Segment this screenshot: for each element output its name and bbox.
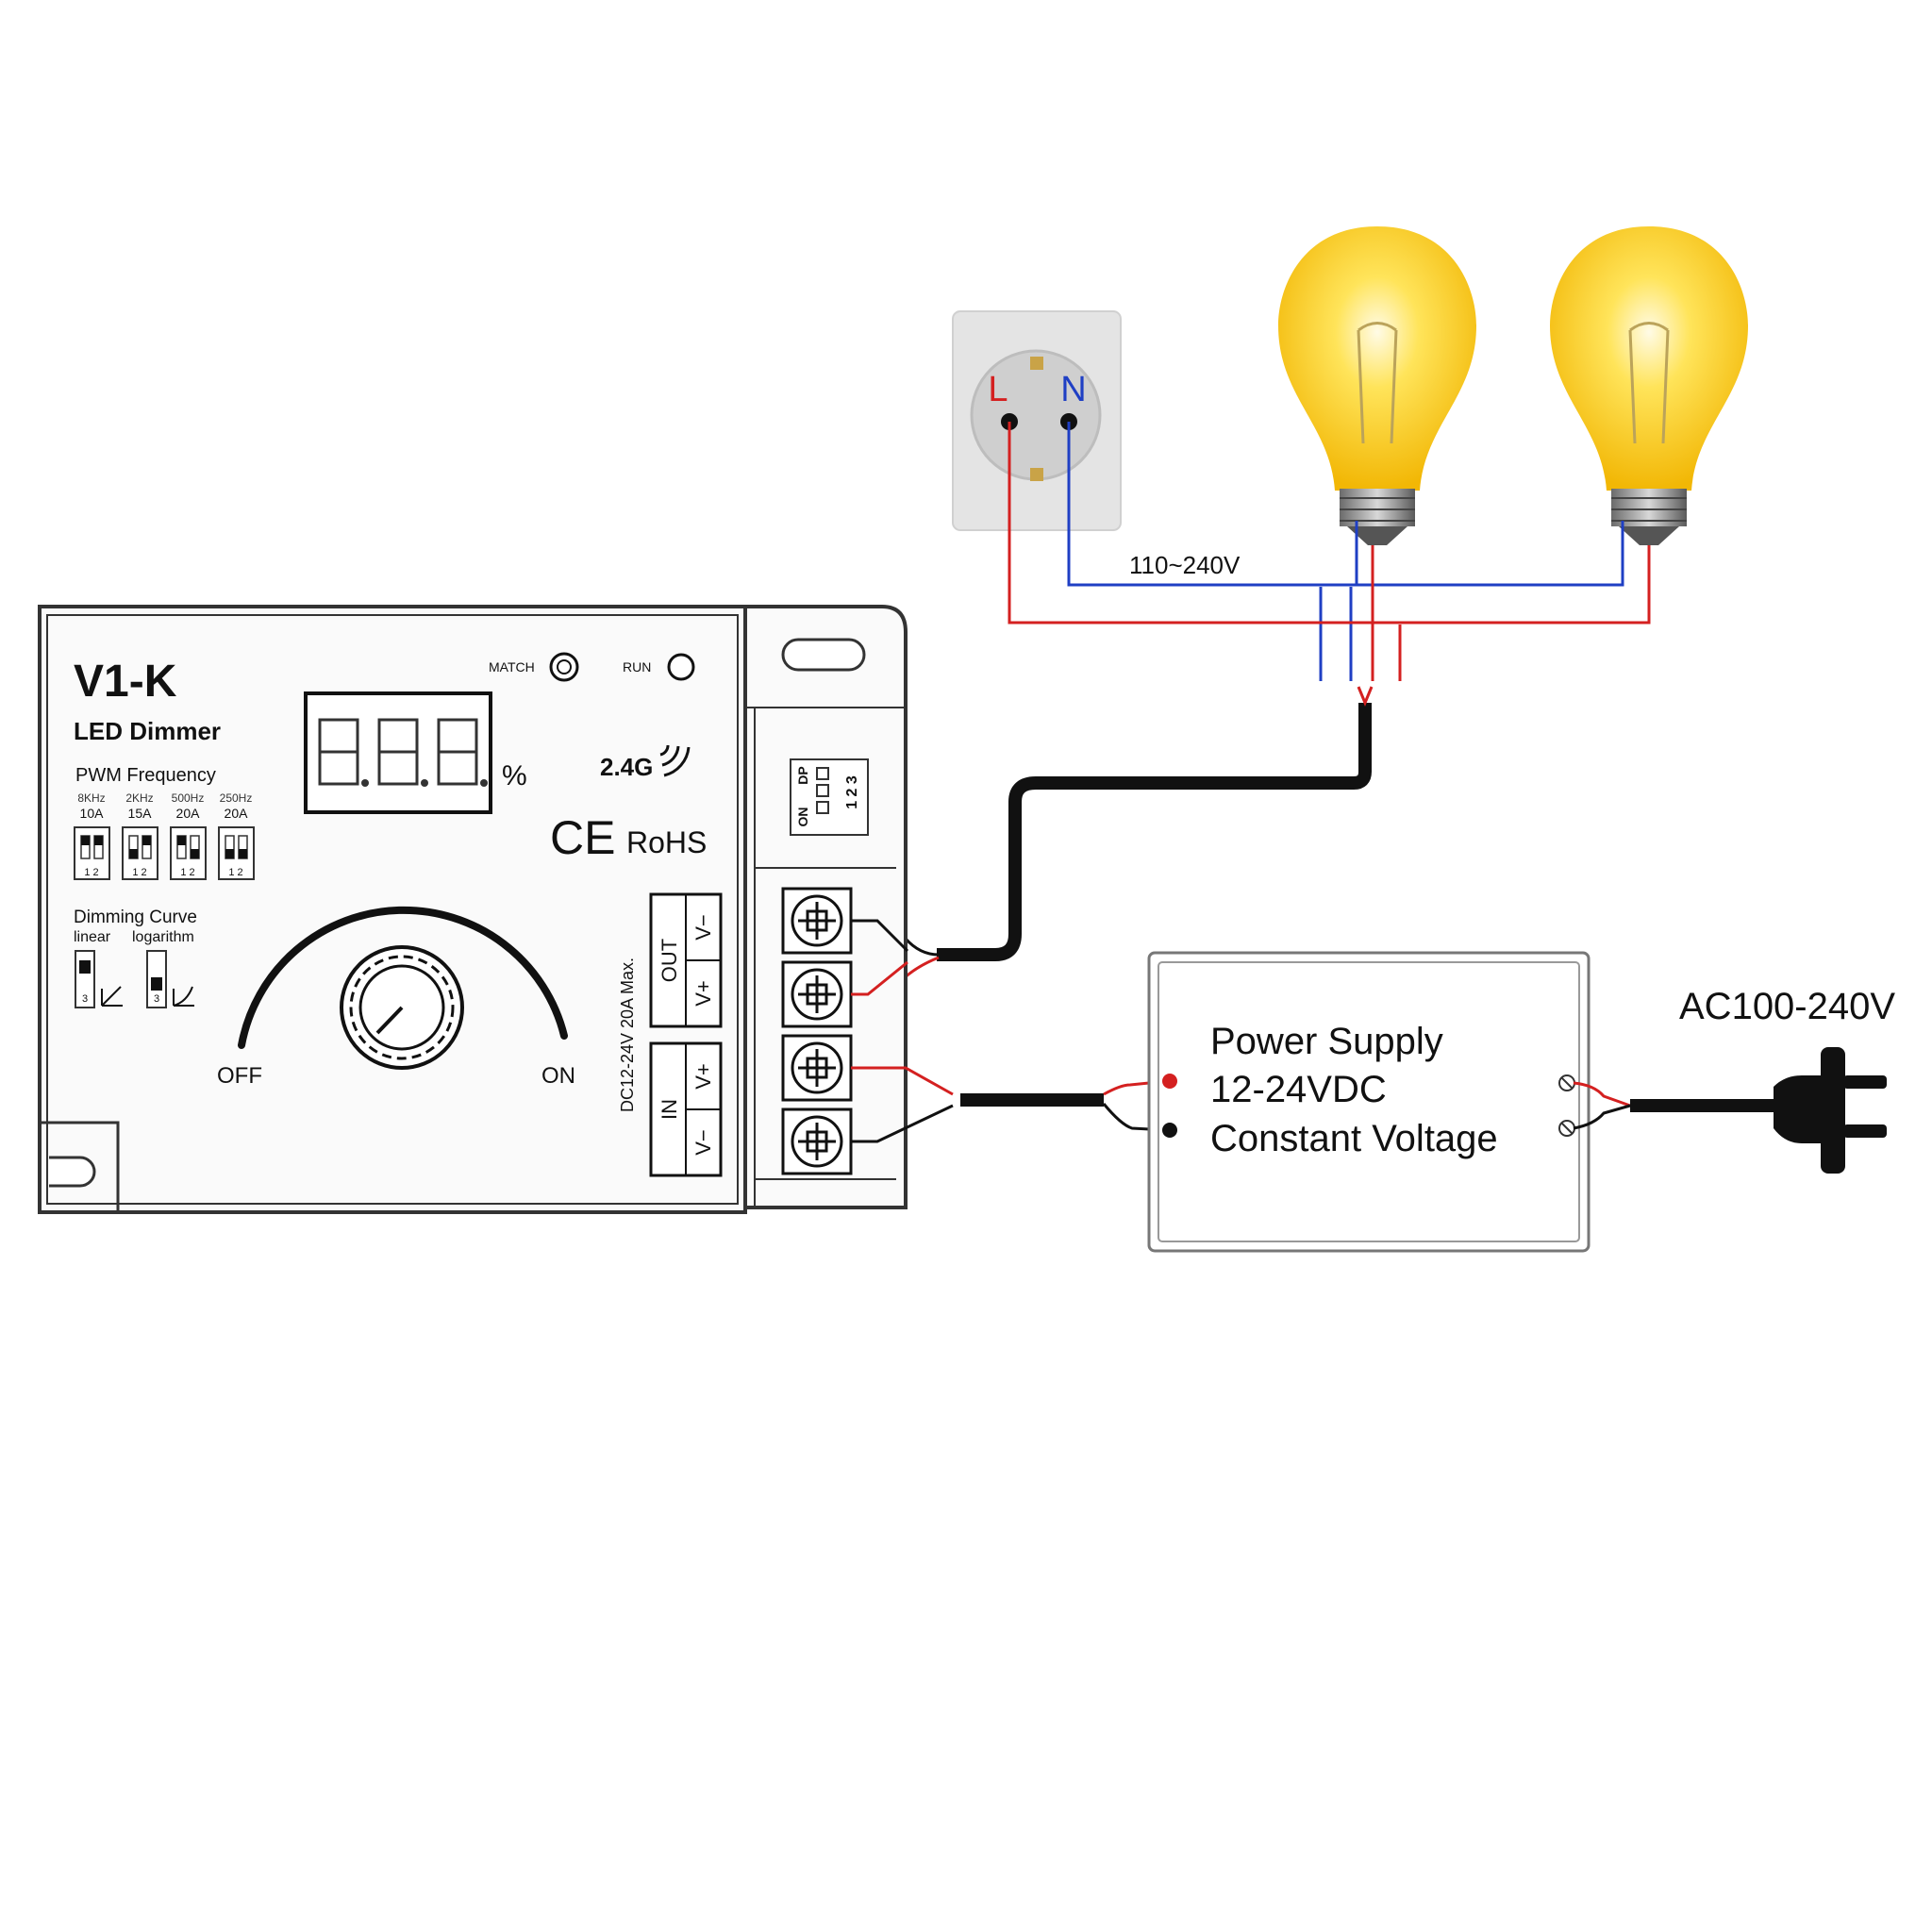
- terminal-out-vminus: V−: [691, 914, 715, 941]
- light-bulb-2-icon: [1550, 226, 1748, 545]
- terminal-screw-4[interactable]: [781, 1108, 853, 1175]
- ac-plug-icon: [1774, 1047, 1887, 1174]
- terminal-in-label: IN: [658, 1099, 681, 1120]
- dip-block-numbers: 1 2 3: [844, 775, 860, 809]
- pwm-option-freq: 8KHz: [77, 791, 105, 805]
- curve-switch-linear[interactable]: 3: [75, 950, 95, 1008]
- mains-wiring: [1008, 422, 1651, 681]
- terminal-in-vminus: V−: [691, 1129, 715, 1156]
- psu-dc-minus-terminal: [1162, 1123, 1177, 1138]
- pwm-dip-switch-1[interactable]: 1 2: [74, 826, 110, 880]
- terminal-screw-3[interactable]: [781, 1034, 853, 1102]
- curve-log-label: logarithm: [132, 929, 194, 945]
- pwm-option-1: 8KHz 10A: [77, 791, 105, 821]
- dip-numbers: 1 2: [228, 867, 242, 878]
- pwm-dip-switch-2[interactable]: 1 2: [122, 826, 158, 880]
- seven-segment-display: [304, 691, 492, 814]
- pwm-option-amp: 20A: [225, 806, 249, 821]
- dip-numbers: 1 2: [84, 867, 98, 878]
- linear-curve-icon: [101, 986, 123, 1007]
- wireless-label: 2.4G: [600, 753, 653, 781]
- curve-linear-label: linear: [74, 929, 111, 945]
- mains-voltage-label: 110~240V: [1129, 551, 1241, 579]
- terminal-out-label: OUT: [658, 939, 681, 982]
- pwm-title: PWM Frequency: [75, 765, 216, 786]
- device-subtitle: LED Dimmer: [74, 717, 221, 745]
- dimmer-knob[interactable]: [340, 945, 464, 1070]
- terminal-wires: [851, 919, 954, 1143]
- dip-block-on: ON: [795, 808, 810, 827]
- pwm-dip-switch-3[interactable]: 1 2: [170, 826, 207, 880]
- curve-title: Dimming Curve: [74, 908, 197, 927]
- psu-dc-plus-terminal: [1162, 1074, 1177, 1089]
- pwm-option-freq: 2KHz: [125, 791, 153, 805]
- display-unit: %: [502, 760, 527, 791]
- supply-pigtails: [1102, 1079, 1169, 1132]
- run-indicator: [667, 653, 695, 681]
- pwm-option-amp: 15A: [128, 806, 153, 821]
- knob-on-label: ON: [541, 1063, 575, 1089]
- pwm-option-3: 500Hz 20A: [172, 791, 205, 821]
- psu-line-2: 12-24VDC: [1210, 1069, 1387, 1110]
- knob-range-arc: [238, 906, 568, 1049]
- light-bulb-1-icon: [1278, 226, 1476, 545]
- device-model: V1-K: [74, 657, 177, 707]
- pwm-option-amp: 20A: [176, 806, 201, 821]
- knob-off-label: OFF: [217, 1063, 262, 1089]
- terminal-screw-1[interactable]: [781, 887, 853, 955]
- wireless-signal-icon: [659, 744, 691, 777]
- terminal-spec: DC12-24V 20A Max.: [618, 958, 637, 1112]
- ce-mark: CE: [550, 811, 615, 864]
- run-label: RUN: [623, 659, 651, 675]
- output-cable: [937, 703, 1372, 961]
- log-curve-icon: [173, 986, 194, 1007]
- dip-block-dp: DP: [795, 766, 810, 784]
- ac-wires: [1573, 1081, 1631, 1130]
- pwm-option-amp: 10A: [80, 806, 105, 821]
- terminal-out-vplus: V+: [691, 980, 715, 1007]
- terminal-screw-2[interactable]: [781, 960, 853, 1028]
- pwm-option-freq: 250Hz: [220, 791, 253, 805]
- curve-switch-number: 3: [154, 993, 159, 1005]
- wall-socket: L N: [952, 310, 1122, 531]
- socket-n-label: N: [1060, 370, 1086, 409]
- dip-numbers: 1 2: [180, 867, 194, 878]
- rohs-label: RoHS: [626, 825, 707, 859]
- ac-voltage-label: AC100-240V: [1679, 986, 1895, 1027]
- pwm-option-2: 2KHz 15A: [125, 791, 153, 821]
- config-dip-block[interactable]: ON DP 1 2 3: [790, 758, 869, 836]
- psu-line-3: Constant Voltage: [1210, 1118, 1498, 1159]
- pwm-dip-switch-4[interactable]: 1 2: [218, 826, 255, 880]
- psu-line-1: Power Supply: [1210, 1021, 1443, 1062]
- match-label: MATCH: [489, 659, 535, 675]
- power-supply-box: [1147, 951, 1591, 1253]
- terminal-in-block: IN V+ V−: [649, 1041, 723, 1177]
- dip-numbers: 1 2: [132, 867, 146, 878]
- curve-switch-number: 3: [82, 993, 88, 1005]
- pwm-option-freq: 500Hz: [172, 791, 205, 805]
- terminal-out-block: OUT V− V+: [649, 892, 723, 1028]
- terminal-in-vplus: V+: [691, 1063, 715, 1090]
- pwm-option-4: 250Hz 20A: [220, 791, 253, 821]
- match-button[interactable]: [549, 652, 579, 682]
- socket-l-label: L: [988, 370, 1008, 409]
- curve-switch-log[interactable]: 3: [146, 950, 167, 1008]
